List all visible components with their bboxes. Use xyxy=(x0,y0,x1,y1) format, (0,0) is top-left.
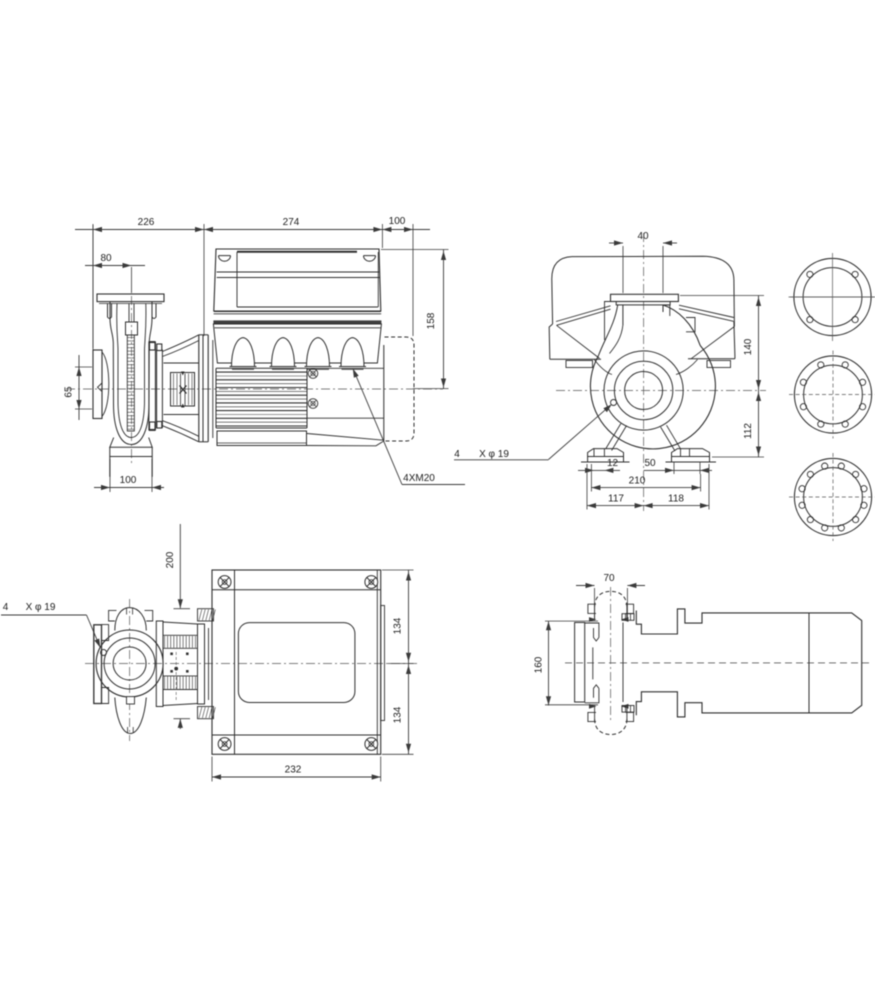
svg-text:210: 210 xyxy=(629,476,646,487)
svg-text:X φ 19: X φ 19 xyxy=(479,449,509,460)
svg-text:232: 232 xyxy=(285,765,302,776)
svg-text:112: 112 xyxy=(743,423,754,439)
svg-text:50: 50 xyxy=(644,458,656,469)
svg-text:70: 70 xyxy=(603,573,615,584)
svg-text:80: 80 xyxy=(100,253,112,264)
svg-text:4XM20: 4XM20 xyxy=(403,473,435,484)
svg-text:134: 134 xyxy=(393,617,404,634)
svg-text:100: 100 xyxy=(120,475,137,486)
svg-text:118: 118 xyxy=(668,494,684,505)
svg-text:4: 4 xyxy=(3,602,9,613)
svg-text:158: 158 xyxy=(426,312,437,329)
svg-text:200: 200 xyxy=(165,551,176,568)
svg-text:12: 12 xyxy=(607,458,619,469)
svg-text:40: 40 xyxy=(637,231,649,242)
svg-text:117: 117 xyxy=(608,494,624,505)
svg-text:140: 140 xyxy=(743,338,754,355)
svg-text:X φ 19: X φ 19 xyxy=(26,602,56,613)
svg-text:100: 100 xyxy=(389,216,406,227)
svg-text:226: 226 xyxy=(138,217,155,228)
svg-text:274: 274 xyxy=(283,217,300,228)
svg-text:134: 134 xyxy=(393,706,404,723)
svg-text:65: 65 xyxy=(64,386,75,398)
svg-text:160: 160 xyxy=(534,656,545,673)
svg-text:4: 4 xyxy=(454,449,460,460)
